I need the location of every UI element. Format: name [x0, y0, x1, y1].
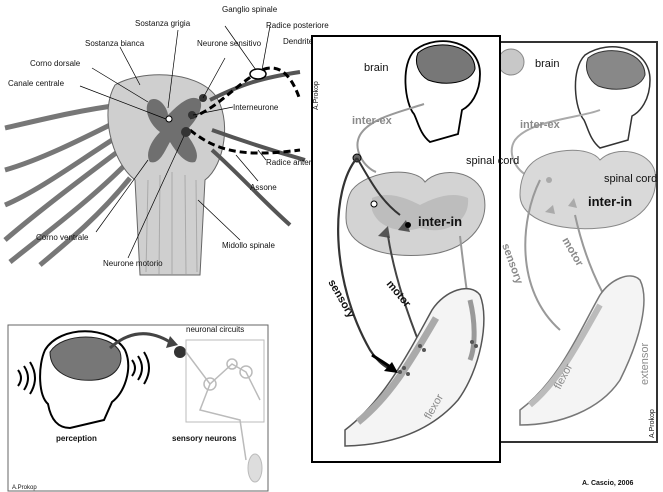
label-dendrite: Dendrite: [283, 37, 314, 46]
label-ganglio-spinale: Ganglio spinale: [222, 5, 278, 14]
label-neurone-motorio: Neurone motorio: [103, 259, 163, 268]
reflex-left-interex-node: [371, 201, 377, 207]
reflex-right-cord: [520, 150, 656, 228]
label-midollo-spinale: Midollo spinale: [222, 241, 275, 250]
interneuron-body: [188, 111, 196, 119]
reflex-panel-right: brain inter-ex spinal cord inter-in sens…: [487, 42, 657, 442]
reflex-left-spinal-cord-label: spinal cord: [466, 155, 519, 167]
muscle-shape: [248, 454, 262, 482]
neuronal-circuits-title: neuronal circuits: [186, 325, 244, 334]
reflex-right-credit: A.Prokop: [649, 409, 656, 438]
reflex-left-interin-label: inter-in: [418, 214, 462, 229]
central-canal: [166, 116, 172, 122]
reflex-left-credit: A.Prokop: [313, 81, 320, 110]
perception-label: perception: [56, 434, 97, 443]
label-sostanza-grigia: Sostanza grigia: [135, 19, 191, 28]
spinal-cord-anatomy: Sostanza grigia Sostanza bianca Corno do…: [5, 5, 329, 275]
label-interneurone: Interneurone: [233, 103, 279, 112]
sensor-eye-icon: [174, 346, 186, 358]
reflex-panel-left: A.Prokop brain inter-ex spinal cord inte…: [312, 36, 519, 462]
reflex-left-brain-label: brain: [364, 62, 388, 74]
perception-credit: A.Prokop: [12, 485, 37, 491]
sensory-neurons-text: sensory neurons: [172, 434, 237, 443]
reflex-left-interin-node: [405, 222, 411, 228]
label-corno-dorsale: Corno dorsale: [30, 59, 81, 68]
footer-credit: A. Cascio, 2006: [582, 480, 633, 487]
sensory-neurons-label: sensory neurons: [172, 434, 237, 443]
motor-neuron-body: [181, 127, 191, 137]
label-canale-centrale: Canale centrale: [8, 79, 65, 88]
label-ganglio-spinale-text: Ganglio spinale: [222, 5, 278, 14]
label-neurone-sensitivo: Neurone sensitivo: [197, 39, 262, 48]
label-assone: Assone: [250, 183, 277, 192]
label-sostanza-bianca: Sostanza bianca: [85, 39, 145, 48]
spinal-ganglion: [250, 69, 266, 79]
reflex-right-interin-label: inter-in: [588, 194, 632, 209]
reflex-right-brain-label: brain: [535, 58, 559, 70]
reflex-right-spinal-cord-label: spinal cord: [604, 173, 657, 185]
reflex-left-interex-label: inter-ex: [352, 115, 393, 127]
reflex-right-interex-label: inter-ex: [520, 119, 561, 131]
reflex-right-indicator: [498, 49, 524, 75]
label-corno-ventrale: Corno ventrale: [36, 233, 89, 242]
reflex-right-extensor-label: extensor: [639, 342, 651, 385]
label-radice-posteriore: Radice posteriore: [266, 21, 329, 30]
perception-panel: neuronal circuits perception sensory neu…: [8, 325, 268, 491]
